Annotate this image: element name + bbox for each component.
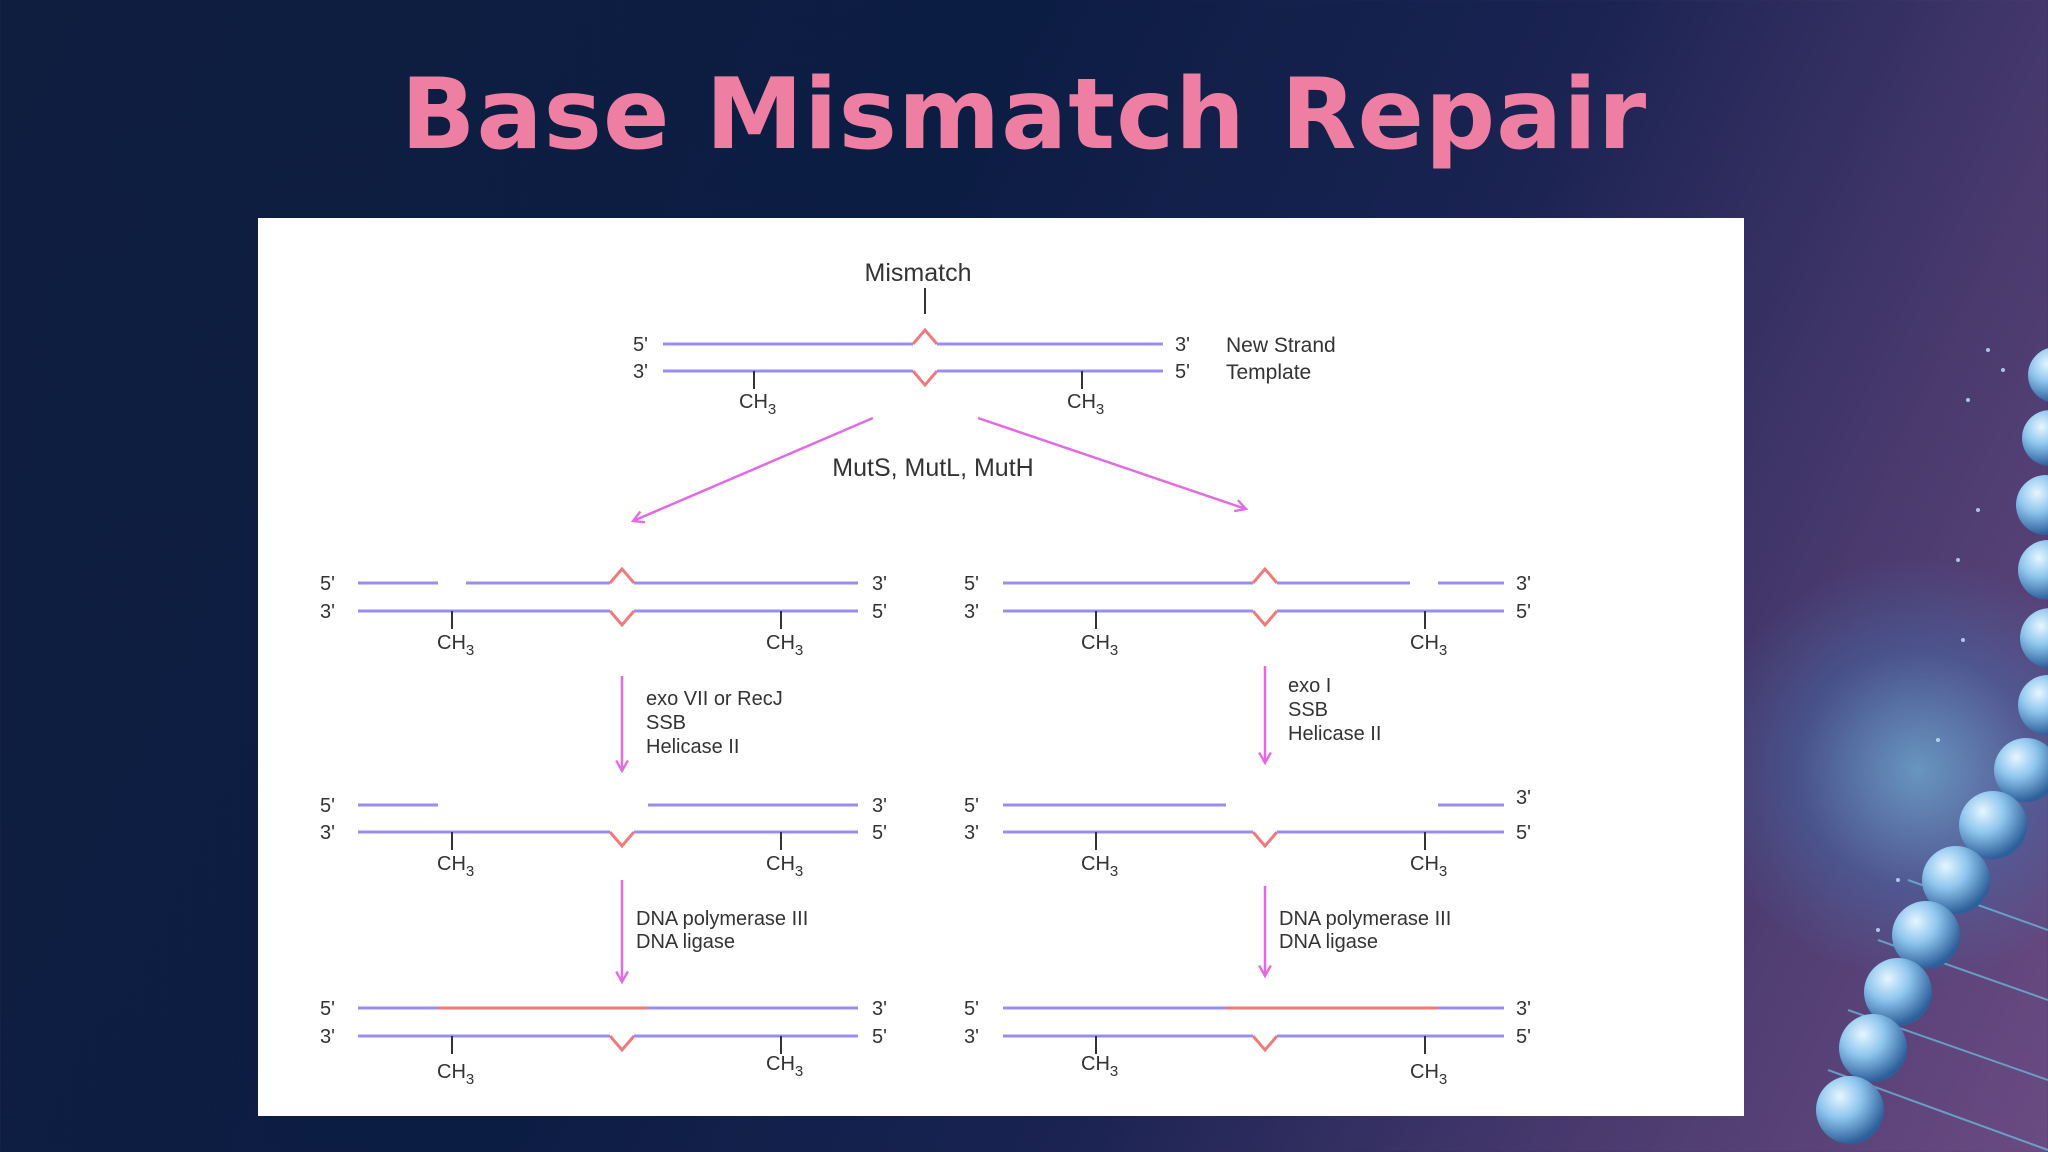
- end-5-label: 5': [872, 601, 887, 623]
- methyl-label: CH3: [766, 632, 803, 659]
- end-3-label: 3': [1516, 998, 1531, 1020]
- diagram-panel: Mismatch 5' 3' 3' 5' New Strand Template…: [258, 218, 1744, 1116]
- template-label: Template: [1226, 361, 1311, 384]
- right-step1-enzyme: exo I: [1288, 675, 1331, 697]
- methyl-label: CH3: [1410, 1061, 1447, 1088]
- methyl-label: CH3: [437, 632, 474, 659]
- left-step1-enzyme: Helicase II: [646, 736, 739, 758]
- right-step1-enzyme: SSB: [1288, 699, 1328, 721]
- methyl-label: CH3: [766, 1053, 803, 1080]
- methyl-label: CH3: [1081, 1053, 1118, 1080]
- mismatch-bump-bottom: [911, 370, 939, 388]
- methyl-label: CH3: [766, 853, 803, 880]
- end-3-label: 3': [964, 822, 979, 844]
- end-3-label: 3': [872, 573, 887, 595]
- end-5-label: 5': [964, 795, 979, 817]
- branch-arrow-left: [633, 416, 874, 521]
- left-duplex-nicked: [358, 566, 858, 629]
- end-5-label: 5': [320, 998, 335, 1020]
- end-5-label: 5': [633, 334, 648, 356]
- methyl-label: CH3: [437, 1061, 474, 1088]
- left-step1-enzyme: exo VII or RecJ: [646, 688, 783, 710]
- right-step2-enzyme: DNA polymerase III: [1279, 908, 1451, 930]
- left-step2-enzyme: DNA polymerase III: [636, 908, 808, 930]
- end-5-label: 5': [320, 573, 335, 595]
- end-3-label: 3': [320, 1026, 335, 1048]
- methyl-label: CH3: [739, 391, 776, 418]
- end-3-label: 3': [1516, 787, 1531, 809]
- end-3-label: 3': [1175, 334, 1190, 356]
- end-3-label: 3': [964, 601, 979, 623]
- right-duplex-gapped: [1003, 803, 1504, 850]
- end-5-label: 5': [1516, 822, 1531, 844]
- new-strand-label: New Strand: [1226, 334, 1336, 357]
- end-5-label: 5': [1175, 361, 1190, 383]
- end-3-label: 3': [320, 601, 335, 623]
- end-3-label: 3': [1516, 573, 1531, 595]
- enzymes-label: MutS, MutL, MutH: [832, 454, 1033, 482]
- branch-arrow-right: [977, 416, 1246, 509]
- right-step1-enzyme: Helicase II: [1288, 723, 1381, 745]
- end-3-label: 3': [872, 998, 887, 1020]
- methyl-label: CH3: [1410, 853, 1447, 880]
- mismatch-bump-top: [911, 327, 939, 345]
- end-3-label: 3': [320, 822, 335, 844]
- end-5-label: 5': [964, 573, 979, 595]
- methyl-label: CH3: [437, 853, 474, 880]
- end-5-label: 5': [1516, 1026, 1531, 1048]
- mismatch-repair-diagram: Mismatch 5' 3' 3' 5' New Strand Template…: [320, 259, 1531, 1088]
- methyl-label: CH3: [1067, 391, 1104, 418]
- methyl-label: CH3: [1081, 632, 1118, 659]
- end-3-label: 3': [872, 795, 887, 817]
- dna-helix-decoration: [1816, 348, 2048, 1151]
- left-duplex-repaired: [358, 1006, 858, 1054]
- end-5-label: 5': [320, 795, 335, 817]
- end-5-label: 5': [872, 1026, 887, 1048]
- left-step1-enzyme: SSB: [646, 712, 686, 734]
- end-5-label: 5': [964, 998, 979, 1020]
- left-duplex-gapped: [358, 803, 858, 850]
- slide-title: Base Mismatch Repair: [400, 58, 1648, 172]
- left-step2-enzyme: DNA ligase: [636, 931, 735, 953]
- end-3-label: 3': [633, 361, 648, 383]
- methyl-label: CH3: [1081, 853, 1118, 880]
- methyl-label: CH3: [1410, 632, 1447, 659]
- right-step2-enzyme: DNA ligase: [1279, 931, 1378, 953]
- end-3-label: 3': [964, 1026, 979, 1048]
- end-5-label: 5': [872, 822, 887, 844]
- end-5-label: 5': [1516, 601, 1531, 623]
- right-duplex-nicked: [1003, 566, 1504, 629]
- right-duplex-repaired: [1003, 1006, 1504, 1054]
- mismatch-label: Mismatch: [865, 259, 972, 287]
